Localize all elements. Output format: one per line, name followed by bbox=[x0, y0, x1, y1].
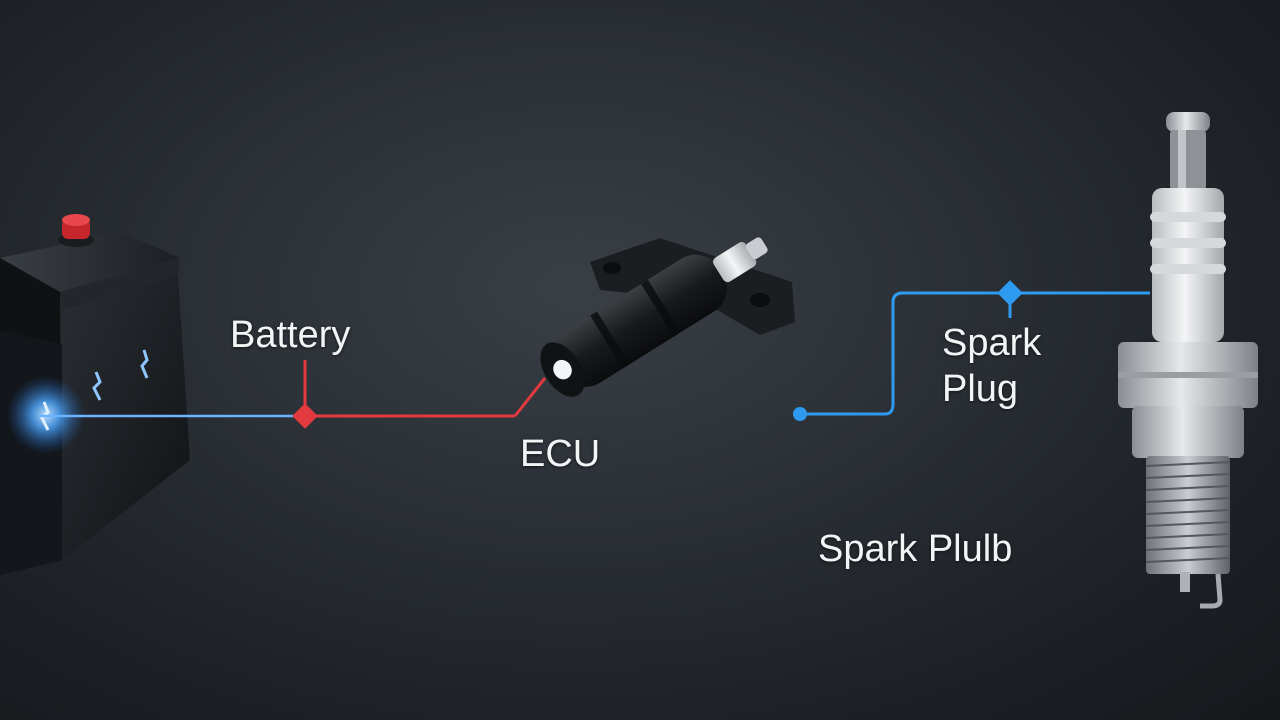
battery-top bbox=[0, 232, 180, 292]
spark-plub-label: Spark Plulb bbox=[818, 528, 1013, 570]
spark-plug-illustration bbox=[1118, 112, 1258, 609]
coil-terminal bbox=[553, 359, 572, 380]
spark-plug-label: Spark Plug bbox=[942, 320, 1041, 412]
spark-plug-node bbox=[997, 280, 1023, 306]
coil-body bbox=[554, 254, 727, 387]
ignition-coil-illustration bbox=[540, 237, 795, 397]
ecu-node bbox=[793, 407, 807, 421]
spark-plug-wire bbox=[884, 291, 1150, 416]
circuit-wires bbox=[40, 280, 1150, 429]
battery-node bbox=[292, 403, 318, 429]
ecu-label: ECU bbox=[520, 433, 601, 475]
spark-plug-thread bbox=[1146, 456, 1230, 574]
battery-label: Battery bbox=[230, 314, 351, 356]
spark-plug-terminal bbox=[1170, 130, 1206, 190]
spark-plug-electrode bbox=[1200, 573, 1223, 609]
coil-boot-tip bbox=[713, 241, 757, 283]
battery-illustration bbox=[0, 214, 190, 575]
spark-plug-label-line1: Spark bbox=[942, 322, 1042, 364]
spark-plug-label-line2: Plug bbox=[942, 368, 1019, 410]
